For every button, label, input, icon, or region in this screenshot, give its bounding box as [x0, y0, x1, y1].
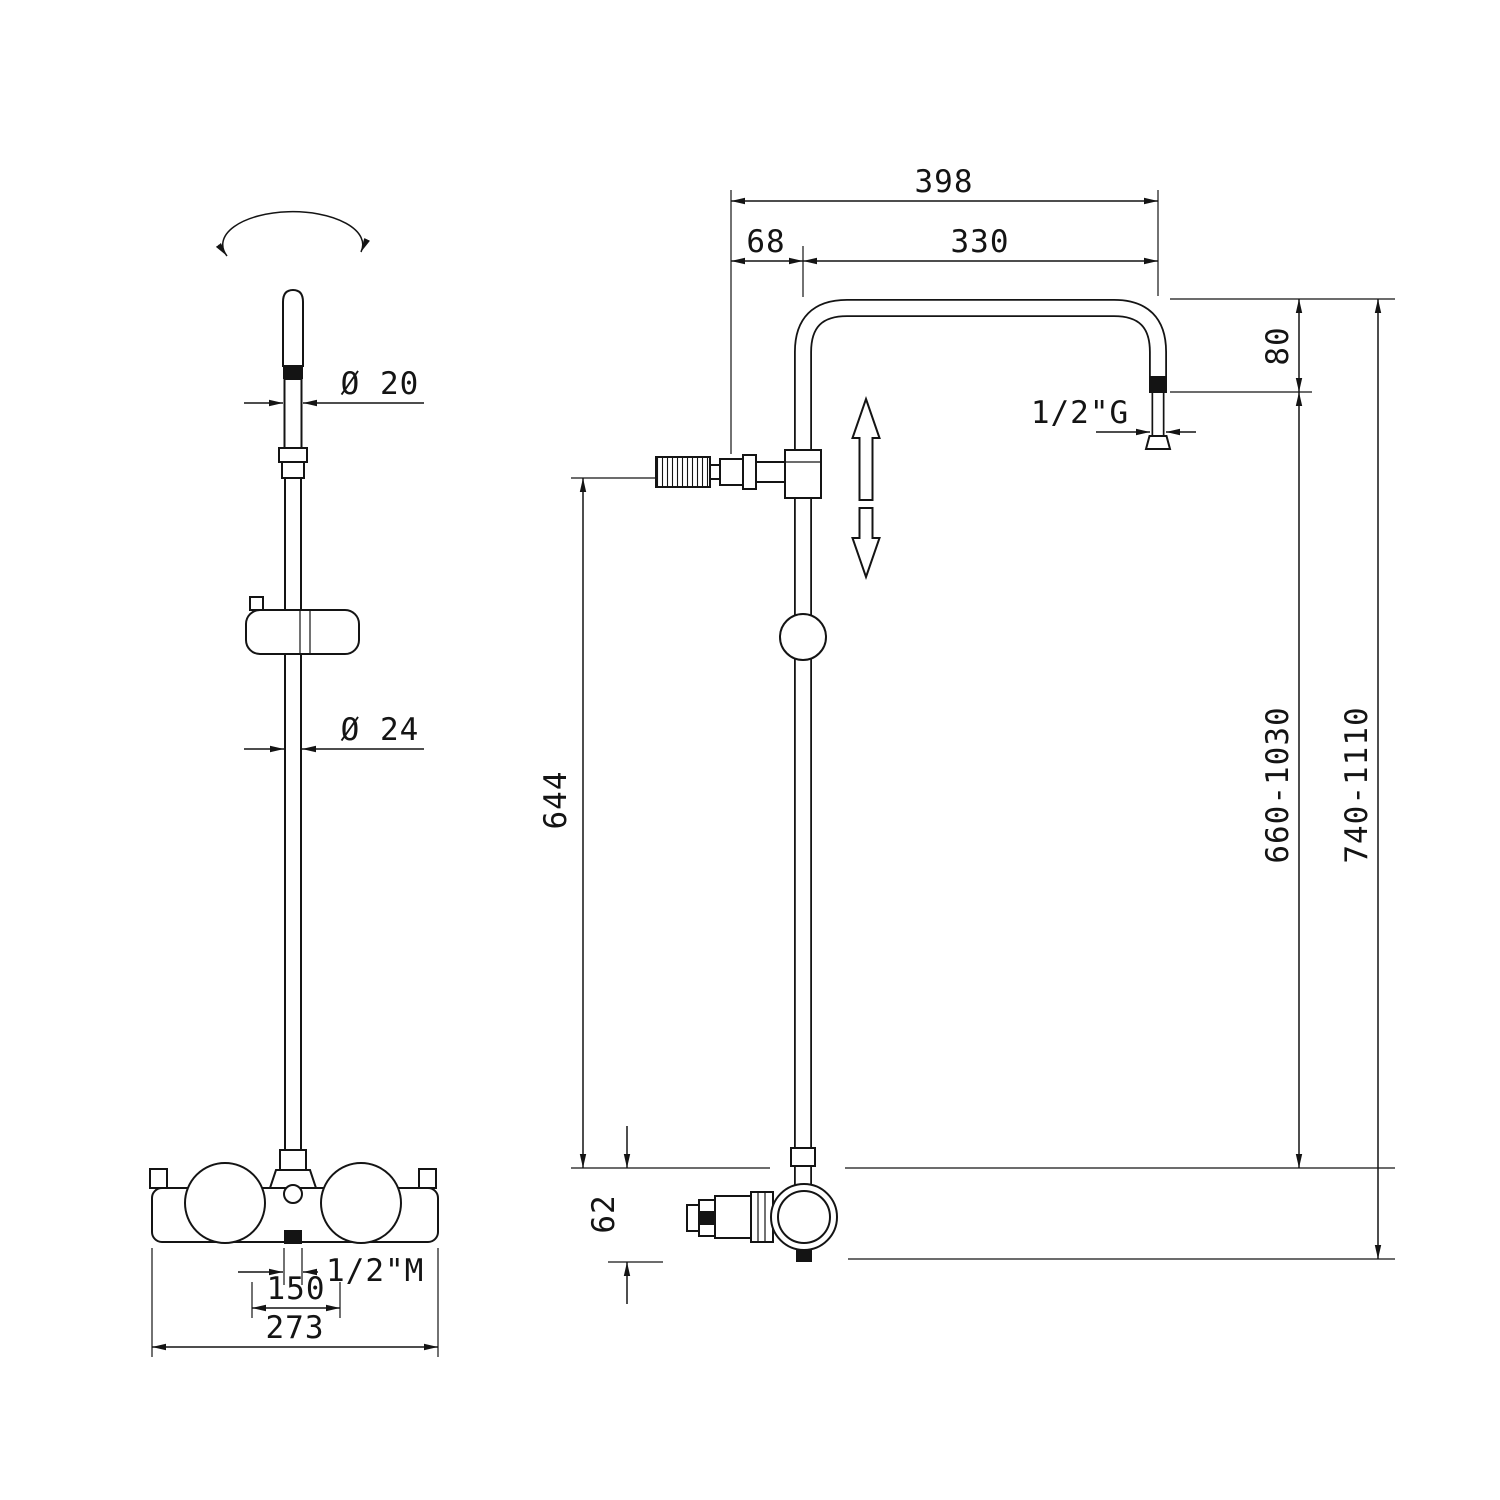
dim-valve-width: 273 — [151, 1248, 439, 1357]
dim-diameter-24: Ø 24 — [244, 712, 424, 753]
dim-arm-total-label: 398 — [915, 164, 974, 200]
dim-inlet-spacing-label: 150 — [267, 1271, 326, 1307]
dim-outlet-thread-label: 1/2"G — [1031, 395, 1129, 431]
mixer-valve-side — [686, 1147, 838, 1262]
dim-overall-height: 740-1110 — [848, 299, 1395, 1260]
dim-adjustable-height-label: 660-1030 — [1260, 706, 1296, 863]
dim-overall-height-label: 740-1110 — [1339, 706, 1375, 863]
diverter-knurled-knob — [655, 456, 711, 488]
riser-tube-front — [278, 447, 308, 1153]
dim-arm-reach-label: 330 — [951, 224, 1010, 260]
dim-adjustable-height: 660-1030 — [845, 392, 1395, 1169]
dim-valve-height: 62 — [586, 1126, 663, 1304]
mixer-valve-front — [149, 1149, 439, 1244]
dim-inlet-thread: 1/2"M — [238, 1248, 424, 1289]
dim-diameter-20: Ø 20 — [244, 366, 424, 407]
slider-knob — [779, 613, 827, 661]
shower-outlet-end — [1144, 435, 1172, 450]
front-view: Ø 20 Ø 24 — [149, 210, 439, 1357]
shower-pipe-side — [794, 299, 1172, 1192]
rotation-arrow-icon — [215, 210, 370, 257]
dim-inlet-spacing: 150 — [251, 1271, 341, 1318]
hand-shower — [282, 288, 304, 449]
side-view: 398 68 330 80 1/2"G 644 — [538, 164, 1395, 1304]
diverter — [655, 449, 822, 499]
dim-arm-drop-label: 80 — [1260, 326, 1296, 365]
dim-riser-height-label: 644 — [538, 771, 574, 830]
height-adjust-arrows-icon — [851, 395, 881, 581]
dim-arm-drop: 80 — [1170, 298, 1395, 393]
dim-inlet-thread-label: 1/2"M — [326, 1253, 424, 1289]
dim-arm-offset-label: 68 — [746, 224, 785, 260]
shower-holder — [245, 596, 360, 655]
dim-diameter-20-label: Ø 20 — [341, 366, 420, 402]
dim-diameter-24-label: Ø 24 — [341, 712, 420, 748]
dim-outlet-thread: 1/2"G — [1031, 395, 1196, 436]
dim-arm-total: 398 — [730, 164, 1159, 454]
dim-valve-height-label: 62 — [586, 1194, 622, 1233]
dim-valve-width-label: 273 — [266, 1310, 325, 1346]
dim-arm-offset-reach: 68 330 — [731, 224, 1158, 297]
dim-riser-height: 644 — [538, 477, 770, 1169]
